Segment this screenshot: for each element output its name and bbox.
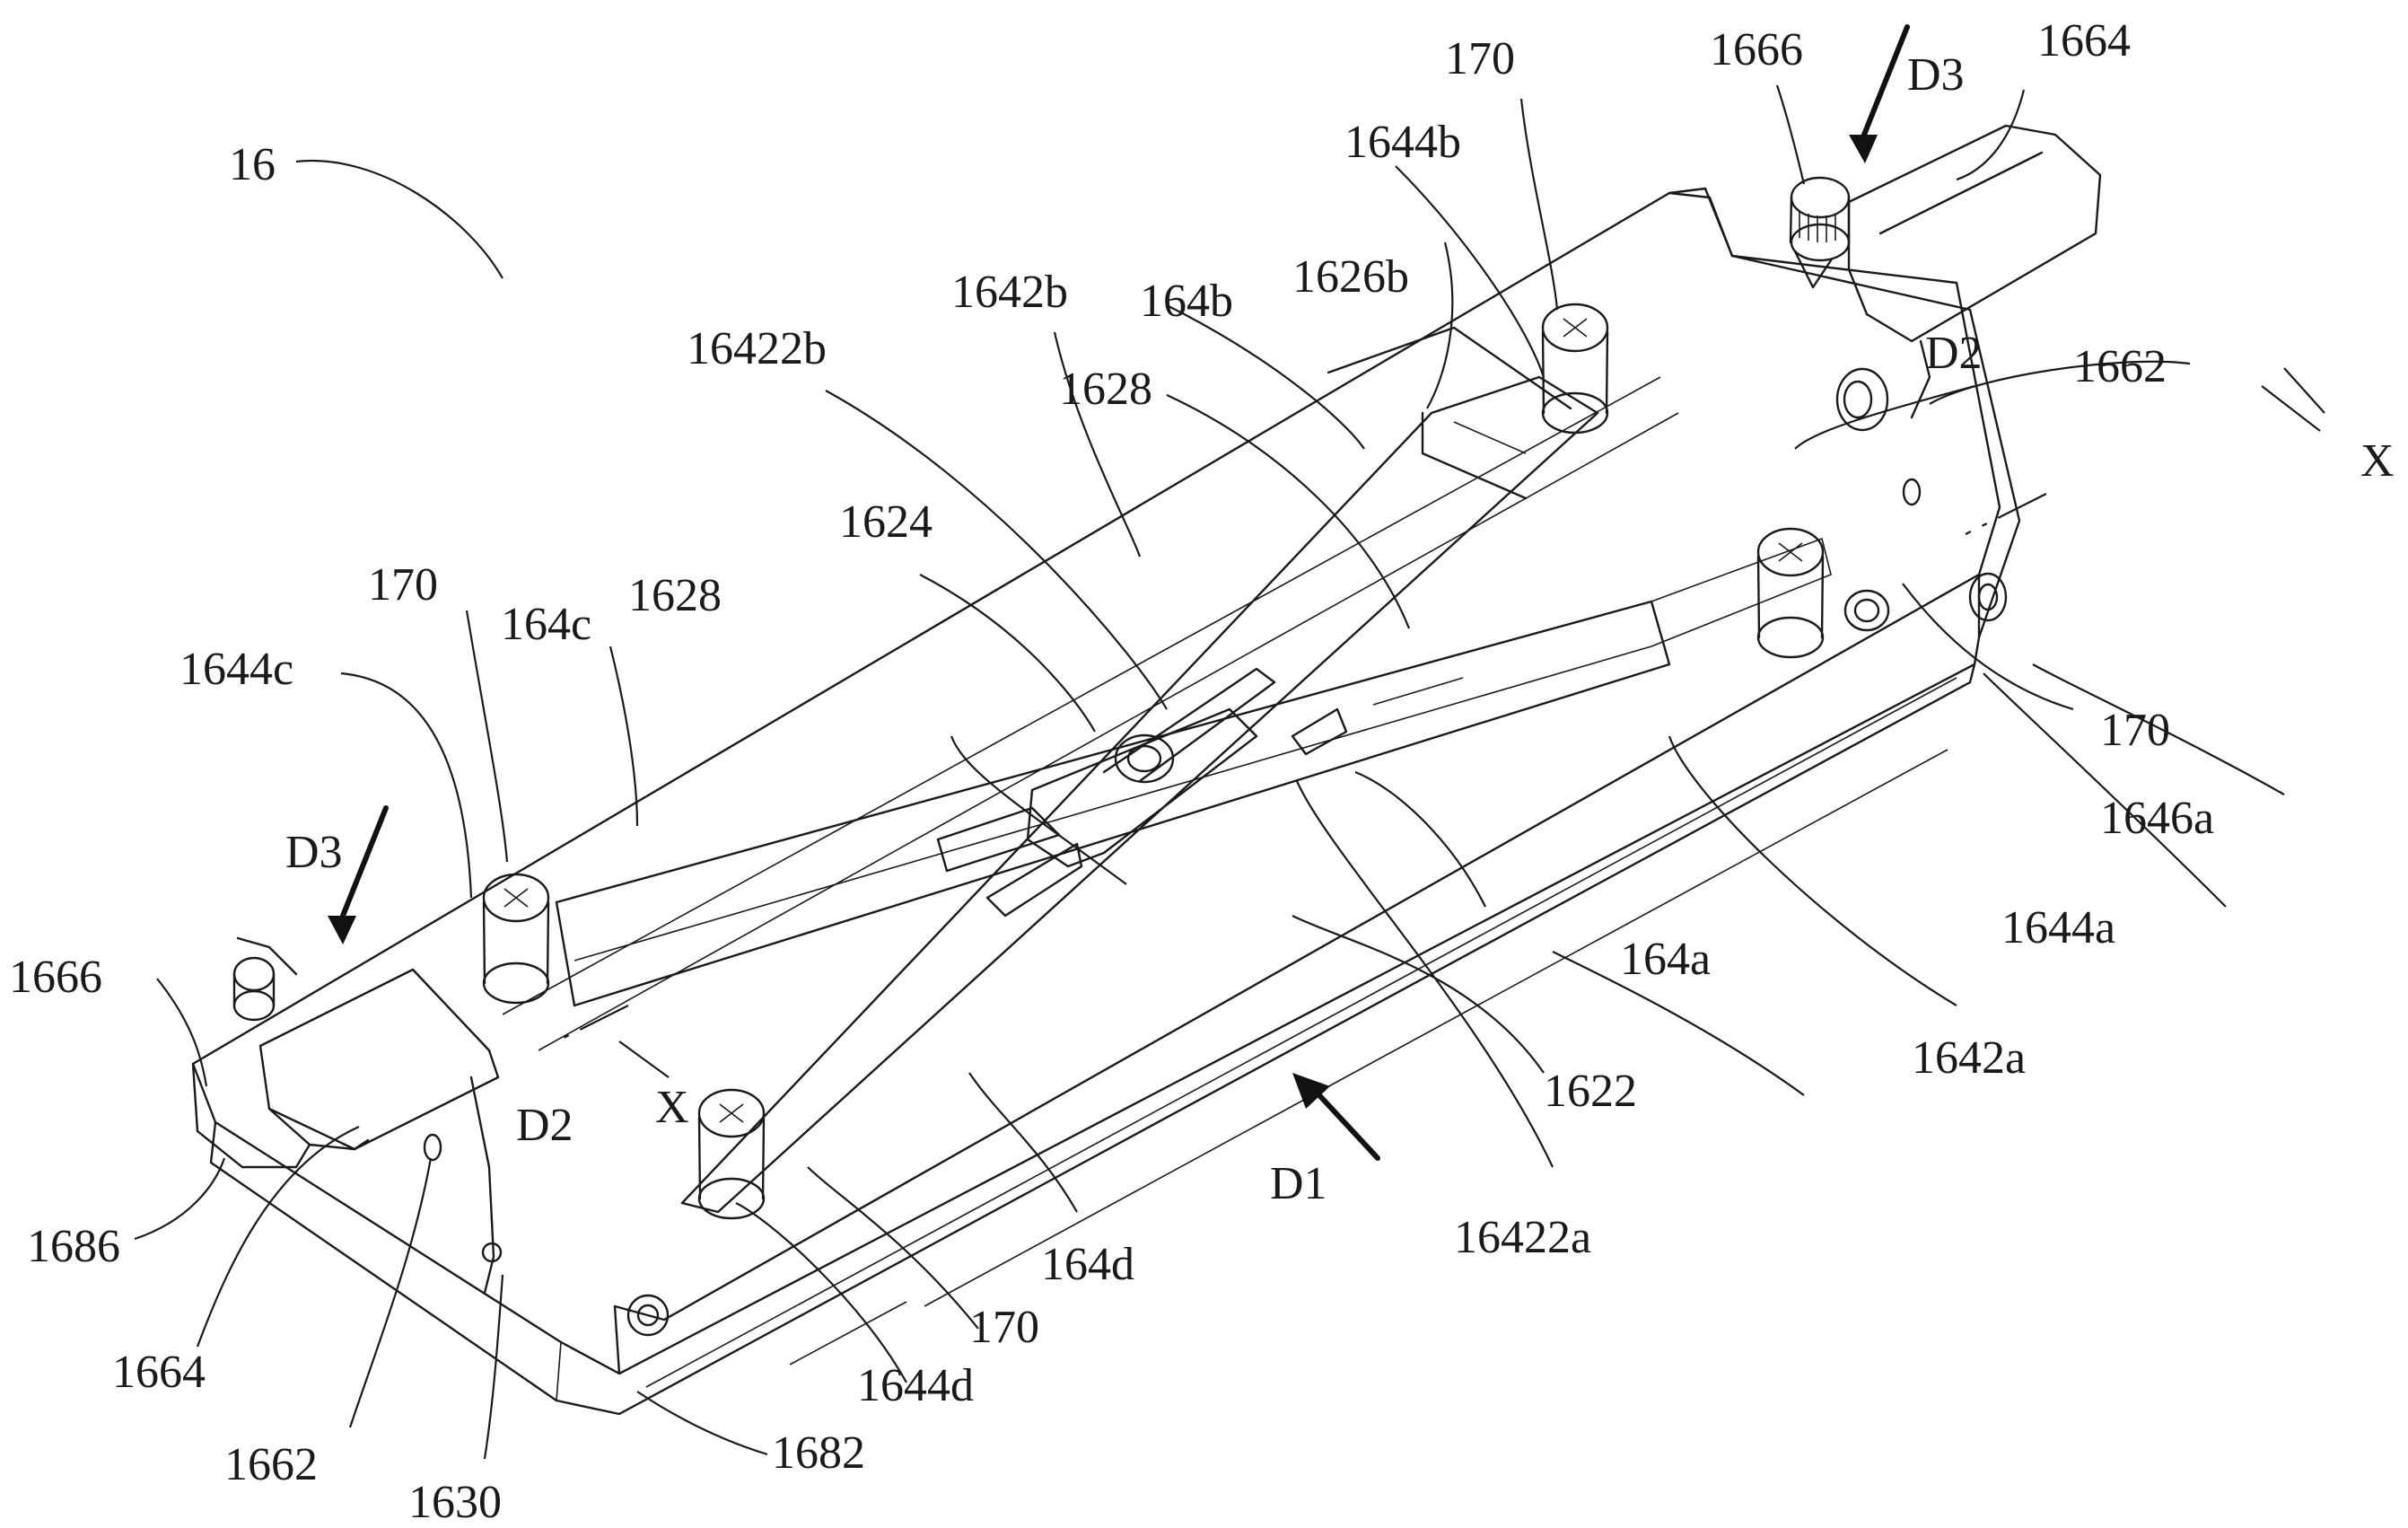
axis-x-line	[1965, 493, 2047, 535]
label-164a: 164a	[1620, 934, 1711, 985]
label-164d: 164d	[1041, 1239, 1134, 1290]
screw-170-right	[1756, 527, 1890, 659]
screw-170-top	[1541, 303, 1609, 435]
label-1626b: 1626b	[1292, 251, 1409, 303]
label-170-left: 170	[368, 559, 438, 610]
label-1686: 1686	[27, 1221, 120, 1272]
label-1644a: 1644a	[2001, 902, 2115, 953]
direction-arrows	[328, 24, 1910, 1161]
bottom-left-latch	[191, 936, 503, 1295]
label-1662-top: 1662	[2073, 341, 2167, 392]
label-1646a: 1646a	[2100, 793, 2214, 844]
label-1644b: 1644b	[1344, 117, 1461, 168]
label-164b: 164b	[1140, 276, 1233, 327]
label-1642b: 1642b	[951, 267, 1068, 318]
top-right-latch	[1668, 124, 2102, 432]
label-170-bottom: 170	[969, 1302, 1039, 1353]
label-1644c: 1644c	[180, 644, 293, 695]
label-1622: 1622	[1544, 1066, 1637, 1117]
label-1628-left: 1628	[628, 570, 722, 621]
label-164c: 164c	[501, 599, 591, 650]
label-1642a: 1642a	[1912, 1032, 2026, 1084]
label-1666-left: 1666	[9, 952, 102, 1003]
label-x-left: X	[655, 1082, 689, 1133]
base-plate	[191, 191, 2021, 1416]
screw-170-left	[482, 873, 550, 1005]
label-d3-left: D3	[285, 827, 343, 878]
screw-170-bottom	[697, 1088, 766, 1220]
label-1630: 1630	[408, 1477, 502, 1528]
label-1662-bottom: 1662	[224, 1439, 318, 1490]
label-16422a: 16422a	[1454, 1212, 1591, 1263]
label-1628-top: 1628	[1059, 364, 1152, 415]
label-d1: D1	[1270, 1158, 1327, 1209]
axis-x-line-left	[556, 1005, 629, 1042]
reference-labels: 16 170 1666 D3 1664 1644b 1642b 164b 162…	[9, 15, 2395, 1528]
label-16: 16	[229, 139, 276, 190]
label-1664-bottom: 1664	[112, 1347, 206, 1398]
leader-lines	[134, 84, 2325, 1460]
label-1644d: 1644d	[857, 1360, 974, 1411]
label-1682: 1682	[772, 1427, 865, 1479]
label-d3-top: D3	[1907, 49, 1965, 101]
label-d2-left: D2	[516, 1100, 574, 1151]
label-x-right: X	[2360, 435, 2395, 487]
label-1666-top: 1666	[1710, 24, 1803, 75]
label-16422b: 16422b	[687, 323, 827, 374]
label-170-top: 170	[1445, 33, 1515, 84]
label-1624: 1624	[839, 496, 933, 548]
label-d2-top: D2	[1925, 328, 1983, 379]
label-170-right: 170	[2100, 705, 2170, 756]
label-1664-top: 1664	[2037, 15, 2131, 66]
arm-164a-164c	[555, 537, 1832, 1007]
